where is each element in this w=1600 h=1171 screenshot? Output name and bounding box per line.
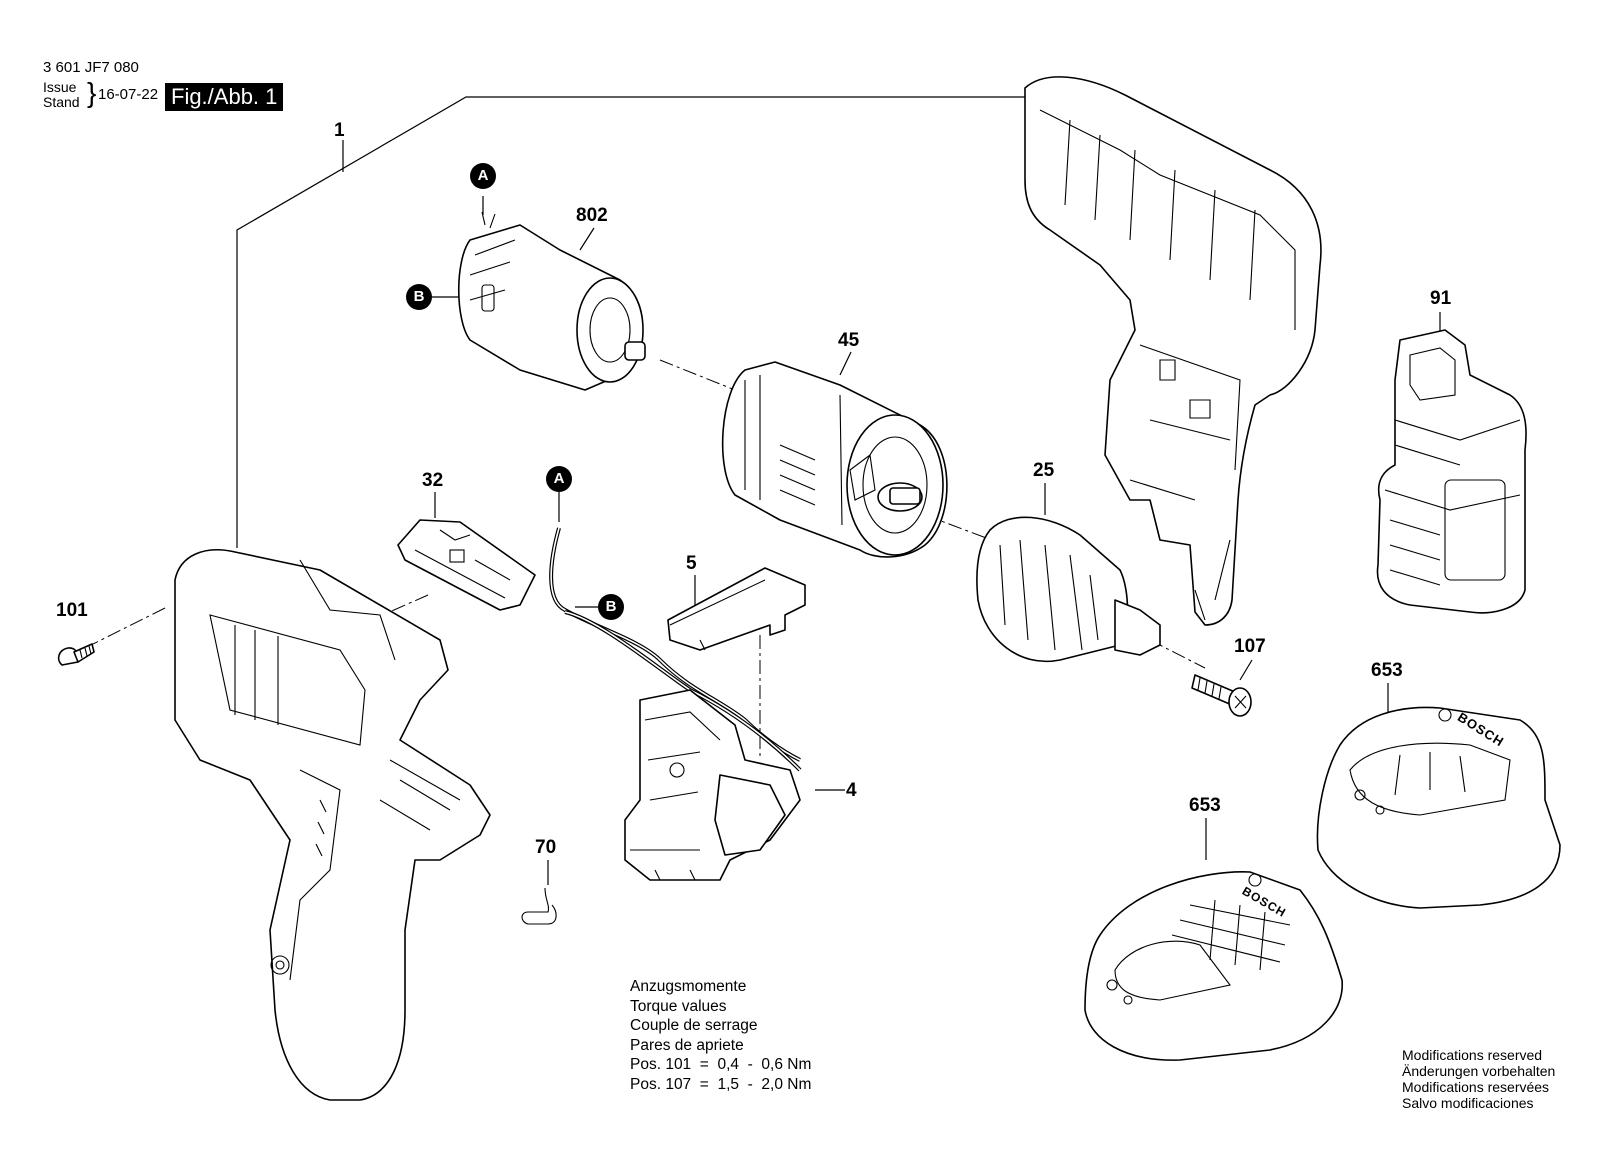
figure-label: Fig./Abb. 1 bbox=[165, 83, 284, 111]
callout-45: 45 bbox=[838, 330, 860, 351]
gearbox bbox=[721, 361, 948, 558]
torque-line: Couple de serrage bbox=[630, 1017, 758, 1034]
callout-70: 70 bbox=[535, 837, 557, 858]
drill-chuck bbox=[976, 516, 1161, 663]
callout-802: 802 bbox=[576, 205, 608, 226]
charger-small bbox=[1084, 871, 1343, 1061]
slide-switch bbox=[397, 519, 536, 611]
stand-label: Stand bbox=[43, 94, 80, 110]
screw-101 bbox=[57, 643, 95, 666]
callout-5: 5 bbox=[686, 553, 697, 574]
housing-shell-right bbox=[1024, 76, 1322, 626]
callout-653-front: 653 bbox=[1189, 795, 1221, 816]
screw-107 bbox=[1191, 674, 1252, 717]
modifications-line: Modifications reserved bbox=[1402, 1047, 1543, 1063]
ref-marker-b-wire: B bbox=[598, 594, 624, 620]
torque-line: Pos. 107 = 1,5 - 2,0 Nm bbox=[630, 1075, 812, 1093]
callout-4: 4 bbox=[846, 780, 857, 801]
callout-32: 32 bbox=[422, 470, 444, 491]
torque-line: Pares de apriete bbox=[630, 1036, 744, 1054]
ref-marker-a-wire: A bbox=[546, 466, 572, 492]
modifications-line: Salvo modificaciones bbox=[1402, 1095, 1534, 1111]
callout-653-back: 653 bbox=[1371, 660, 1403, 681]
torque-line: Anzugsmomente bbox=[630, 978, 747, 995]
switch-cap bbox=[667, 567, 806, 651]
ref-marker-b-motor: B bbox=[406, 284, 432, 310]
callout-107: 107 bbox=[1234, 636, 1266, 657]
torque-line: Torque values bbox=[630, 997, 727, 1015]
brace-glyph: } bbox=[87, 77, 97, 108]
part-number: 3 601 JF7 080 bbox=[43, 59, 139, 76]
modifications-line: Modifications reservées bbox=[1402, 1079, 1550, 1095]
callout-101: 101 bbox=[56, 600, 88, 621]
ref-marker-a-motor: A bbox=[470, 163, 496, 189]
callout-25: 25 bbox=[1033, 460, 1055, 481]
issue-label: Issue bbox=[43, 79, 77, 95]
issue-stand-label: Issue Stand bbox=[43, 80, 80, 110]
torque-values: Anzugsmomente Torque values Couple de se… bbox=[630, 977, 811, 1094]
callout-1: 1 bbox=[334, 120, 345, 141]
on-off-switch bbox=[549, 527, 802, 881]
issue-date: 16-07-22 bbox=[98, 86, 159, 103]
motor bbox=[458, 211, 646, 391]
battery-pack bbox=[1376, 329, 1527, 614]
leader-part-1 bbox=[236, 96, 1025, 548]
callout-91: 91 bbox=[1430, 288, 1452, 309]
spring-clip bbox=[521, 887, 557, 925]
charger-large bbox=[1316, 706, 1561, 909]
housing-shell-left bbox=[174, 549, 491, 1101]
modifications-line: Änderungen vorbehalten bbox=[1402, 1063, 1556, 1079]
torque-line: Pos. 101 = 0,4 - 0,6 Nm bbox=[630, 1056, 812, 1073]
modifications-notice: Modifications reserved Änderungen vorbeh… bbox=[1402, 1047, 1555, 1111]
